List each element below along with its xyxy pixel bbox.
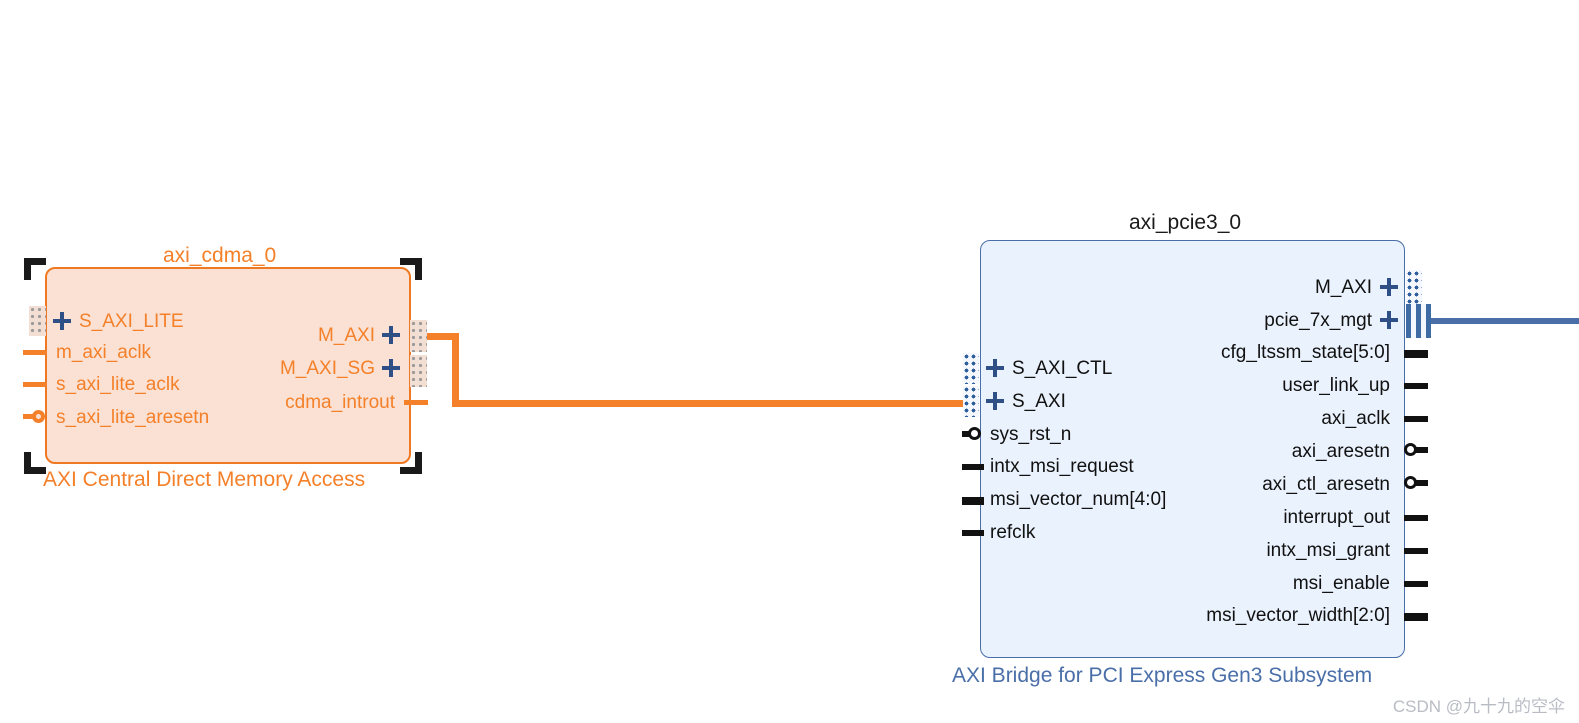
block-axi-cdma-0[interactable]: [45, 267, 411, 464]
port-label-refclk: refclk: [990, 522, 1036, 543]
port-label-cfg-ltssm-state: cfg_ltssm_state[5:0]: [1221, 342, 1390, 363]
bus-connector-pcie-7x-mgt[interactable]: [1406, 304, 1431, 338]
expand-icon-s-axi[interactable]: [986, 392, 1004, 410]
port-label-m-axi-aclk: m_axi_aclk: [56, 342, 152, 363]
bus-connector-s-axi-lite[interactable]: [29, 306, 46, 336]
expand-icon-m-axi-pcie[interactable]: [1380, 278, 1398, 296]
port-label-msi-vector-num: msi_vector_num[4:0]: [990, 489, 1167, 510]
pin-msi-vector-width[interactable]: [1404, 613, 1428, 621]
port-label-cdma-introut: cdma_introut: [285, 392, 395, 413]
port-label-user-link-up: user_link_up: [1282, 375, 1390, 396]
pin-intx-msi-grant[interactable]: [1404, 548, 1428, 554]
port-label-s-axi-ctl: S_AXI_CTL: [1012, 358, 1113, 379]
port-label-s-axi-lite-aresetn: s_axi_lite_aresetn: [56, 407, 210, 428]
selection-handle-bottom-right[interactable]: [400, 452, 422, 474]
port-label-sys-rst-n: sys_rst_n: [990, 424, 1072, 445]
port-label-m-axi-pcie: M_AXI: [1314, 277, 1372, 298]
selection-handle-top-right[interactable]: [400, 258, 422, 280]
pin-s-axi-lite-aresetn[interactable]: [23, 414, 39, 419]
port-label-msi-enable: msi_enable: [1292, 573, 1390, 594]
port-label-intx-msi-request: intx_msi_request: [990, 456, 1134, 477]
pin-s-axi-lite-aclk[interactable]: [23, 382, 47, 387]
port-label-axi-aclk: axi_aclk: [1321, 408, 1390, 429]
active-low-bubble-sys-rst-n: [968, 427, 981, 440]
bus-connector-m-axi-sg[interactable]: [410, 355, 427, 387]
wire-pcie-7x-mgt[interactable]: [1430, 318, 1579, 324]
port-label-m-axi-cdma: M_AXI: [317, 325, 375, 346]
pin-refclk[interactable]: [962, 530, 984, 536]
pin-user-link-up[interactable]: [1404, 383, 1428, 389]
block-caption-axi-cdma-0: AXI Central Direct Memory Access: [43, 468, 366, 491]
watermark-text: CSDN @九十九的空伞: [1392, 697, 1565, 716]
block-title-axi-cdma-0: axi_cdma_0: [163, 244, 277, 267]
expand-icon-m-axi-cdma[interactable]: [382, 326, 400, 344]
expand-icon-s-axi-ctl[interactable]: [986, 359, 1004, 377]
port-label-s-axi-lite-aclk: s_axi_lite_aclk: [56, 374, 180, 395]
pin-m-axi-aclk[interactable]: [23, 350, 47, 355]
bus-connector-s-axi[interactable]: [963, 386, 979, 417]
pin-axi-aresetn[interactable]: [1416, 447, 1428, 453]
pin-axi-ctl-aresetn[interactable]: [1416, 480, 1428, 486]
port-label-interrupt-out: interrupt_out: [1283, 507, 1390, 528]
active-low-bubble-axi-ctl-aresetn: [1404, 476, 1417, 489]
pin-intx-msi-request[interactable]: [962, 464, 984, 470]
expand-icon-m-axi-sg[interactable]: [382, 359, 400, 377]
wire-cdma-maxi-v[interactable]: [452, 333, 459, 407]
pin-msi-vector-num[interactable]: [962, 497, 984, 505]
port-label-axi-aresetn: axi_aresetn: [1291, 441, 1390, 462]
block-title-axi-pcie3-0: axi_pcie3_0: [1129, 211, 1242, 234]
port-label-s-axi-lite: S_AXI_LITE: [79, 311, 184, 332]
port-label-msi-vector-width: msi_vector_width[2:0]: [1206, 605, 1390, 626]
port-label-pcie-7x-mgt: pcie_7x_mgt: [1264, 310, 1372, 331]
bus-connector-m-axi-pcie[interactable]: [1406, 270, 1422, 304]
block-caption-axi-pcie3-0: AXI Bridge for PCI Express Gen3 Subsyste…: [952, 664, 1373, 687]
selection-handle-bottom-left[interactable]: [24, 452, 46, 474]
bus-connector-m-axi-cdma[interactable]: [410, 320, 427, 352]
wire-cdma-maxi-h2[interactable]: [452, 400, 967, 407]
port-label-axi-ctl-aresetn: axi_ctl_aresetn: [1262, 474, 1390, 495]
active-low-bubble-s-axi-lite-aresetn: [32, 410, 45, 423]
port-label-s-axi: S_AXI: [1012, 391, 1066, 412]
pin-cfg-ltssm-state[interactable]: [1404, 350, 1428, 358]
port-label-intx-msi-grant: intx_msi_grant: [1266, 540, 1390, 561]
pin-msi-enable[interactable]: [1404, 581, 1428, 587]
active-low-bubble-axi-aresetn: [1404, 443, 1417, 456]
wire-cdma-maxi-h1[interactable]: [419, 333, 452, 340]
bus-connector-s-axi-ctl[interactable]: [963, 353, 979, 384]
port-label-m-axi-sg: M_AXI_SG: [279, 358, 375, 379]
selection-handle-top-left[interactable]: [24, 258, 46, 280]
pin-cdma-introut[interactable]: [404, 400, 428, 405]
expand-icon-pcie-7x-mgt[interactable]: [1380, 311, 1398, 329]
expand-icon-s-axi-lite[interactable]: [53, 312, 71, 330]
pin-interrupt-out[interactable]: [1404, 515, 1428, 521]
pin-axi-aclk[interactable]: [1404, 416, 1428, 422]
block-axi-pcie3-0[interactable]: [980, 240, 1405, 658]
